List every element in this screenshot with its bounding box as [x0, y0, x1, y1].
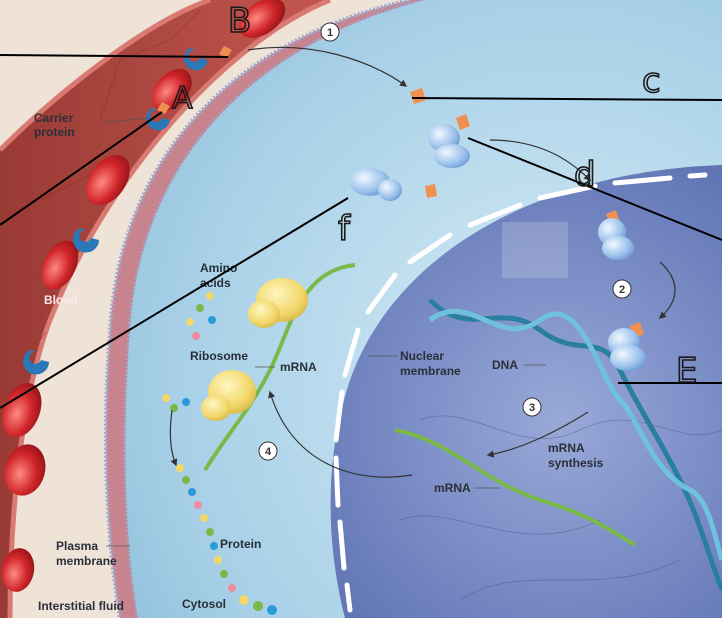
svg-text:1: 1: [327, 27, 333, 39]
label-mrna-cytosol: mRNA: [280, 360, 317, 374]
handwritten-letter-a: A: [172, 81, 193, 116]
handwritten-letter-e: E: [676, 351, 697, 391]
label-ribosome: Ribosome: [190, 349, 248, 363]
label-mrna-nucleus: mRNA: [434, 481, 471, 495]
handwritten-letter-d: d: [574, 155, 596, 195]
step-3-marker: 3: [522, 397, 542, 417]
protein-chain: [162, 394, 277, 615]
mrna-strand-cytosol: [203, 263, 356, 472]
process-arrows: [169, 46, 676, 478]
svg-text:4: 4: [265, 446, 272, 458]
step-4-marker: 4: [258, 441, 278, 461]
step-1-marker: 1: [320, 22, 340, 42]
label-mrna-synthesis-line2: synthesis: [548, 456, 604, 470]
red-blood-cells: [1, 0, 286, 592]
annotation-lines: [0, 54, 722, 409]
label-nuclear-membrane-line2: membrane: [400, 364, 461, 378]
svg-text:3: 3: [529, 402, 535, 414]
label-leaders: [105, 117, 546, 547]
carrier-proteins: [23, 46, 232, 375]
label-carrier-protein-line2: protein: [34, 125, 75, 139]
mrna-strand-nucleus: [394, 428, 637, 547]
amino-acids: [186, 292, 216, 340]
label-carrier-protein-line1: Carrier: [34, 111, 74, 125]
label-amino-acids-line2: acids: [200, 276, 231, 290]
nuclear-membrane: [333, 172, 708, 613]
label-cytosol: Cytosol: [182, 597, 226, 611]
label-blood: Blood: [44, 293, 78, 307]
label-interstitial-fluid: Interstitial fluid: [38, 599, 124, 613]
label-dna: DNA: [492, 358, 518, 372]
blood-vessel: [0, 0, 331, 618]
label-nuclear-membrane-line1: Nuclear: [400, 349, 444, 363]
svg-text:2: 2: [619, 284, 625, 296]
handwritten-letter-c: c: [642, 61, 661, 101]
ribosome: [201, 278, 308, 421]
label-plasma-membrane-line2: membrane: [56, 554, 117, 568]
receptor-proteins: [350, 124, 646, 371]
nucleus: [330, 165, 722, 618]
handwritten-letter-b: B: [228, 1, 251, 41]
label-protein: Protein: [220, 537, 261, 551]
step-2-marker: 2: [612, 279, 632, 299]
handwritten-letter-f: f: [338, 209, 351, 249]
label-plasma-membrane-line1: Plasma: [56, 539, 98, 553]
dna-helix: [428, 298, 722, 591]
label-mrna-synthesis-line1: mRNA: [548, 441, 585, 455]
